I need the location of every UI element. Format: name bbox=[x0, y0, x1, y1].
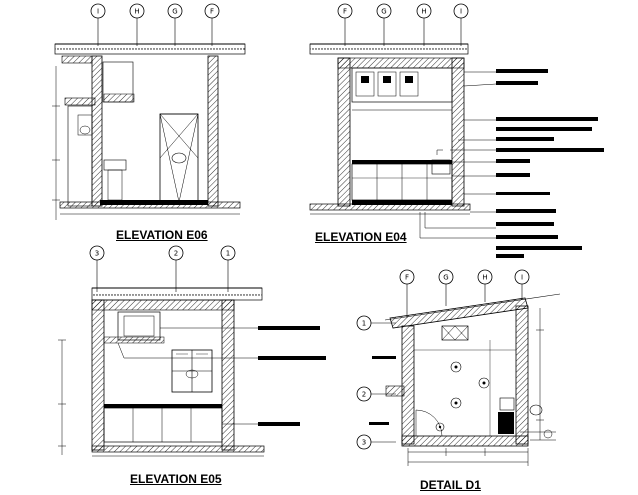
grid-label-br-2: H bbox=[482, 274, 487, 282]
title-elevation-e06: ELEVATION E06 bbox=[116, 228, 208, 242]
detail-d1-drawing: F G H I 1 2 3 bbox=[356, 269, 561, 466]
leader-notes-top-right bbox=[419, 69, 604, 258]
grid-label-br-side-2: 3 bbox=[362, 439, 366, 447]
title-elevation-e04: ELEVATION E04 bbox=[315, 230, 407, 244]
title-elevation-e05: ELEVATION E05 bbox=[130, 472, 222, 486]
grid-label-bl-0: 3 bbox=[95, 250, 99, 258]
grid-label-br-1: G bbox=[443, 274, 448, 282]
grid-label-br-side-1: 2 bbox=[362, 391, 366, 399]
grid-label-br-side-0: 1 bbox=[362, 320, 366, 328]
title-detail-d1: DETAIL D1 bbox=[420, 478, 481, 492]
elevation-e05-drawing: 3 2 1 bbox=[58, 245, 326, 457]
grid-label-br-0: F bbox=[405, 274, 409, 282]
grid-bubbles-top-left: I H G F bbox=[90, 3, 220, 46]
grid-bubbles-bottom-left: 3 2 1 bbox=[89, 245, 236, 292]
elevation-e06-drawing: I H G F bbox=[52, 3, 246, 220]
grid-label-tl-1: H bbox=[134, 8, 139, 16]
grid-label-tr-1: G bbox=[381, 8, 386, 16]
grid-label-bl-1: 2 bbox=[174, 250, 178, 258]
grid-bubbles-top-right: F G H I bbox=[337, 3, 469, 46]
elevation-e04-drawing: F G H I bbox=[309, 3, 604, 258]
grid-label-bl-2: 1 bbox=[226, 250, 230, 258]
grid-label-tl-3: F bbox=[210, 8, 214, 16]
grid-label-tl-2: G bbox=[172, 8, 177, 16]
grid-label-tr-0: F bbox=[343, 8, 347, 16]
grid-label-br-3: I bbox=[521, 274, 523, 282]
grid-label-tr-3: I bbox=[460, 8, 462, 16]
grid-label-tl-0: I bbox=[97, 8, 99, 16]
grid-label-tr-2: H bbox=[421, 8, 426, 16]
leader-notes-bottom-left bbox=[117, 326, 326, 426]
